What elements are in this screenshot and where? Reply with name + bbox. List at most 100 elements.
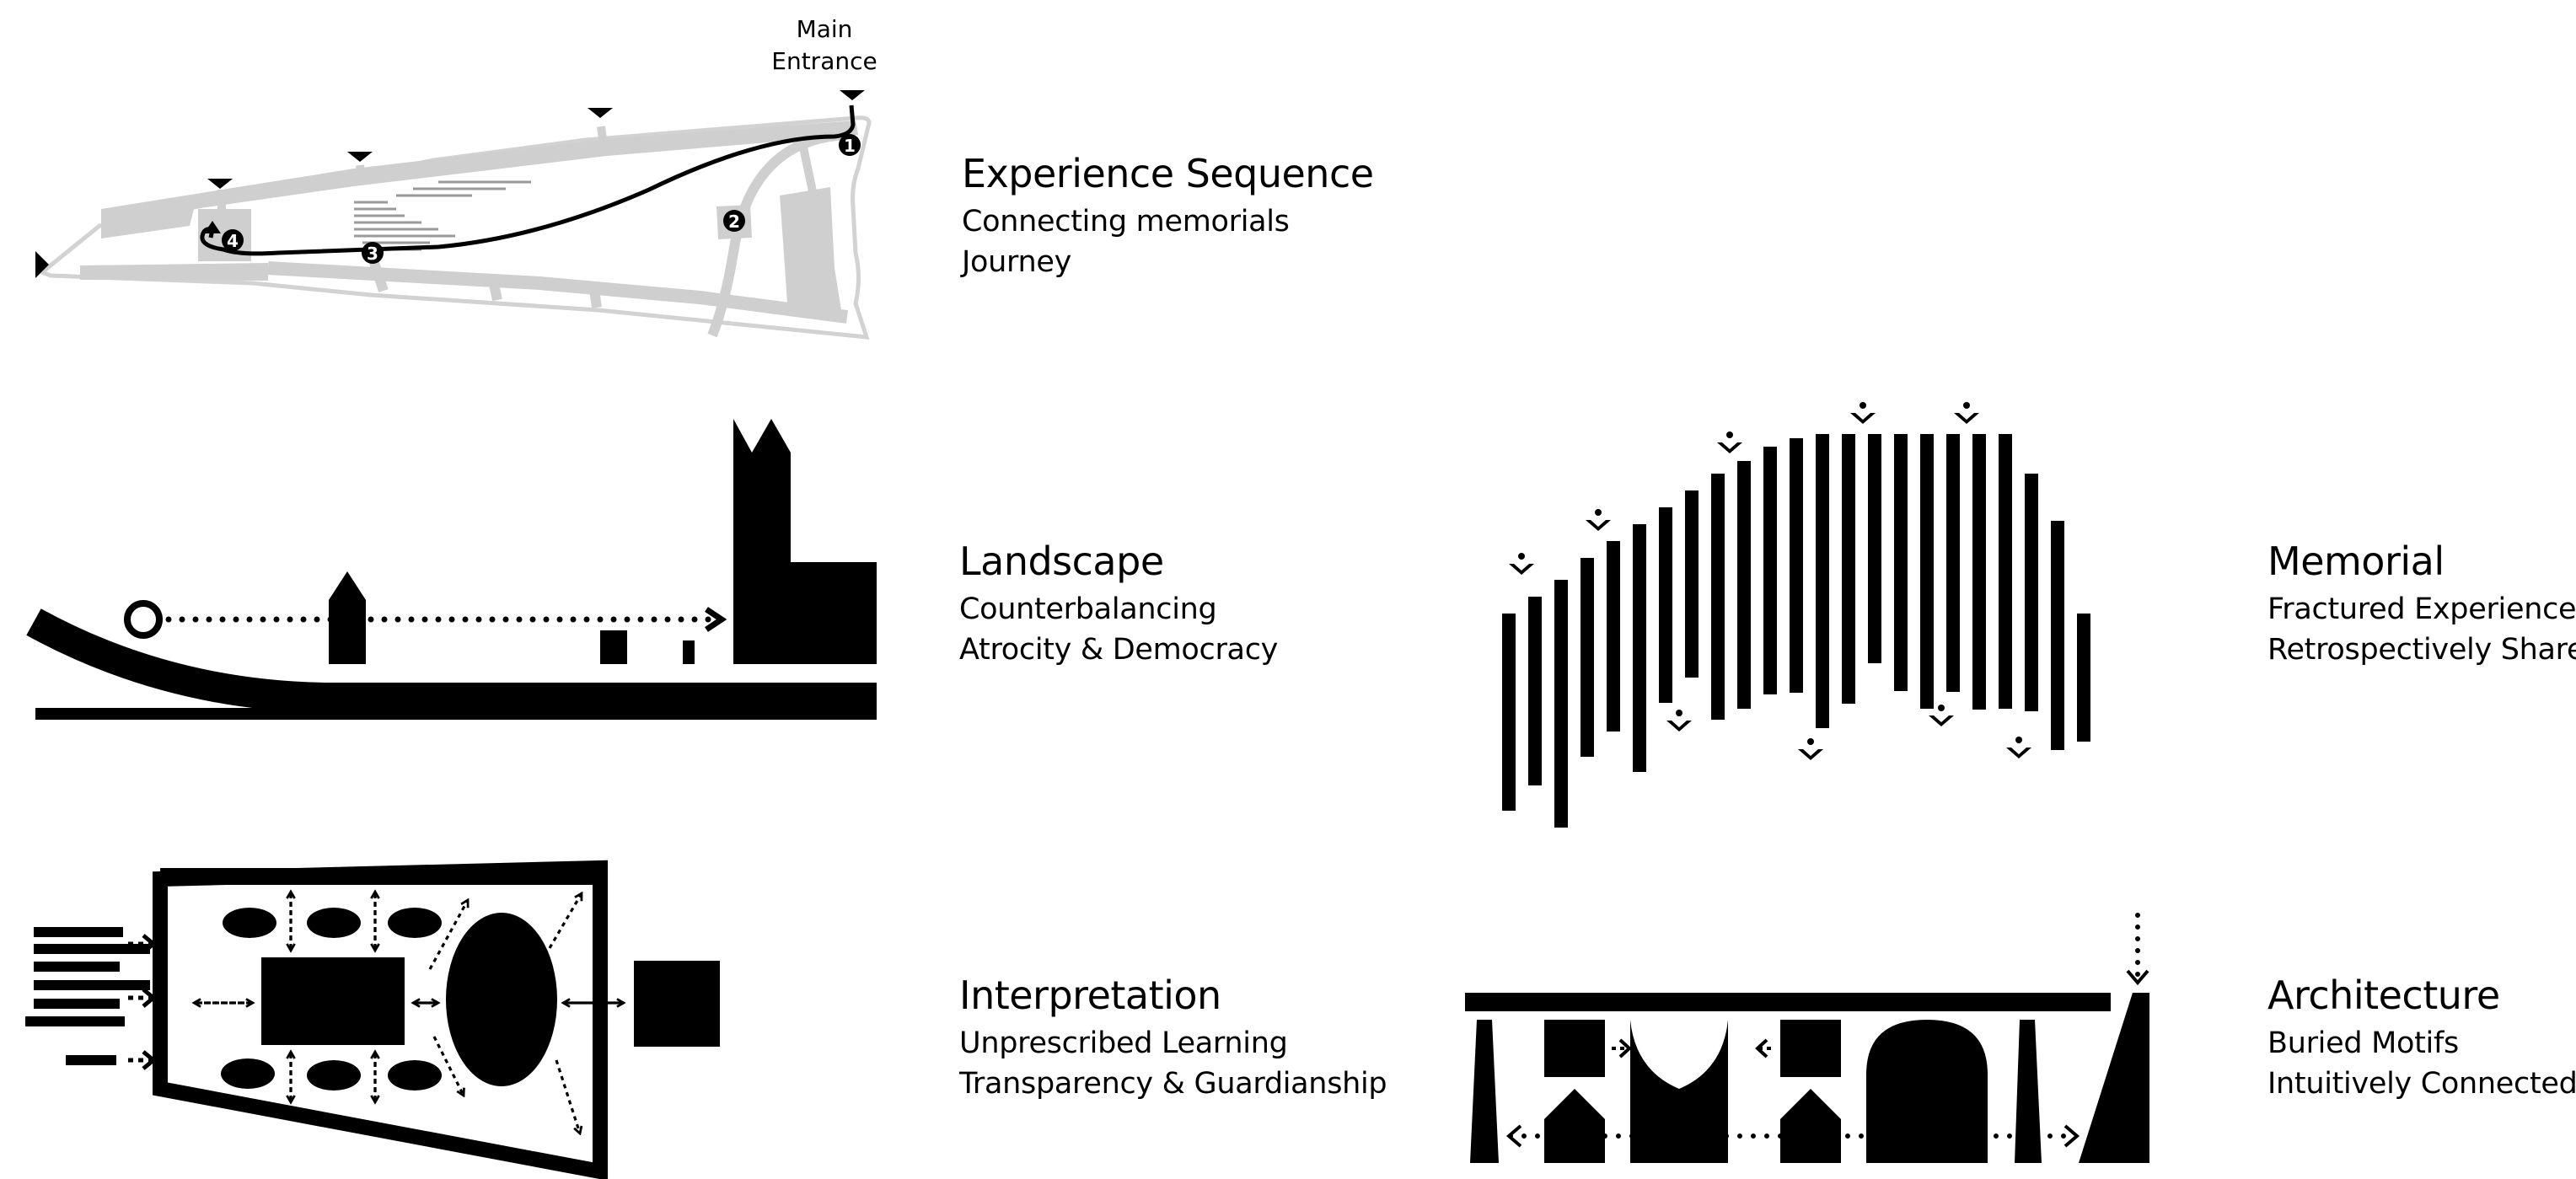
pod-bottom-1 [221, 1058, 275, 1089]
external-block [634, 961, 720, 1047]
oval-gallery [446, 913, 557, 1086]
arch-chamber [1866, 1020, 1988, 1163]
landscape-line-2: Atrocity & Democracy [959, 633, 1279, 667]
memorial-bar [1580, 558, 1594, 757]
architecture-title: Architecture [2267, 973, 2500, 1018]
visitor-marker-icon [1717, 431, 1742, 453]
visitor-marker-icon [2006, 737, 2031, 758]
entry-marker-icon [588, 108, 613, 118]
landscape-title: Landscape [959, 539, 1164, 584]
memorial-bar [1659, 507, 1672, 703]
sightline-arrowhead-icon [705, 607, 727, 632]
entry-markers [35, 90, 865, 278]
vault-house-2 [1780, 1089, 1841, 1163]
viewpoint-circle [124, 600, 163, 639]
stop-2-marker: 2 [723, 210, 745, 232]
vault-block-1 [1544, 1020, 1605, 1077]
interpretation-plan [25, 860, 720, 1179]
pod-top-2 [307, 908, 361, 938]
central-exhibit [261, 957, 405, 1045]
approach-bar-6 [25, 1016, 125, 1026]
ground-curve [26, 608, 877, 713]
memorial-caption: Memorial Fractured Experiences Retrospec… [2267, 542, 2576, 670]
approach-bar-4 [34, 980, 150, 990]
architecture-caption: Architecture Buried Motifs Intuitively C… [2267, 976, 2576, 1104]
tapered-column-left [1470, 1020, 1499, 1163]
visitor-marker-icon [1666, 710, 1692, 732]
approach-bar-2 [34, 944, 150, 954]
site-outline [38, 115, 872, 340]
approach-bar-7 [66, 1055, 116, 1065]
svg-text:2: 2 [728, 212, 740, 232]
lower-ground [80, 263, 268, 281]
journey-route [200, 105, 856, 256]
architecture-line-2: Intuitively Connected [2267, 1067, 2576, 1101]
memorial-bar [1790, 438, 1803, 693]
experience-caption: Experience Sequence Connecting memorials… [962, 154, 1374, 282]
visitor-marker-icon [1798, 738, 1823, 760]
ground-line [35, 708, 877, 720]
visitor-marker-icon [1850, 402, 1876, 424]
architecture-line-1: Buried Motifs [2267, 1026, 2459, 1060]
pod-top-3 [388, 908, 442, 938]
main-entrance-label-line2: Entrance [771, 47, 877, 75]
terrace-hatching [354, 180, 531, 251]
memorial-bar [1894, 434, 1908, 691]
memorial-bar [1763, 447, 1777, 694]
top-wall-band [160, 868, 600, 885]
circulation-arrows [194, 892, 624, 1133]
approach-bar-1 [34, 927, 123, 937]
visitor-marker-icon [1954, 402, 1979, 424]
west-entry-marker-icon [35, 251, 49, 278]
interpretation-line-1: Unprescribed Learning [959, 1026, 1288, 1060]
east-building [780, 187, 843, 320]
memorial-bar [1946, 434, 1960, 692]
path-b [488, 279, 502, 302]
visitor-marker-icon [1509, 553, 1534, 575]
memorial-title: Memorial [2267, 539, 2445, 584]
pod-top-1 [223, 908, 276, 938]
memorial-bar [2077, 614, 2090, 742]
memorial-bar [2051, 521, 2064, 750]
bowl-chamber [1630, 1020, 1728, 1163]
landscape-line-1: Counterbalancing [959, 592, 1217, 626]
memorial-bar [1633, 524, 1646, 772]
memorial-bar [1554, 580, 1568, 828]
memorial-bar [1842, 434, 1855, 704]
approach-bar-3 [34, 962, 120, 972]
memorial-line-2: Retrospectively Shared [2267, 633, 2576, 667]
memorial-bar [1972, 434, 1986, 710]
svg-text:3: 3 [367, 244, 378, 264]
wedge-wall [2079, 993, 2149, 1163]
memorial-bar [1999, 434, 2012, 709]
architecture-section [1465, 913, 2149, 1163]
memorial-bar [1502, 614, 1516, 811]
tapered-column-right [2015, 1020, 2042, 1163]
memorial-bar [1920, 434, 1934, 709]
vault-block-2 [1780, 1020, 1841, 1077]
interpretation-title: Interpretation [959, 973, 1221, 1018]
main-entrance-label-line1: Main [797, 15, 853, 43]
pod-bottom-2 [307, 1060, 361, 1091]
marker-post [683, 640, 695, 664]
small-block [600, 630, 627, 664]
spire-building [329, 571, 366, 664]
north-stub-2 [356, 164, 367, 185]
memorial-bar [1737, 461, 1751, 709]
memorial-bar [1685, 490, 1699, 678]
stop-4-marker: 4 [222, 229, 244, 251]
memorial-bar [2025, 474, 2038, 711]
memorial-bar [1607, 541, 1620, 732]
memorial-line-1: Fractured Experiences [2267, 592, 2576, 626]
vault-house-1 [1544, 1089, 1605, 1163]
experience-site-plan: 1 2 3 4 Main Entrance [35, 15, 877, 340]
memorial-bar [1868, 434, 1881, 663]
stop-1-marker: 1 [839, 134, 861, 156]
entry-marker-icon [207, 179, 233, 189]
south-road [267, 261, 849, 324]
arch-arrows [1505, 913, 2149, 1148]
memorial-bar [1816, 434, 1829, 728]
pod-bottom-3 [388, 1060, 442, 1091]
route-arrow-icon [204, 221, 221, 233]
